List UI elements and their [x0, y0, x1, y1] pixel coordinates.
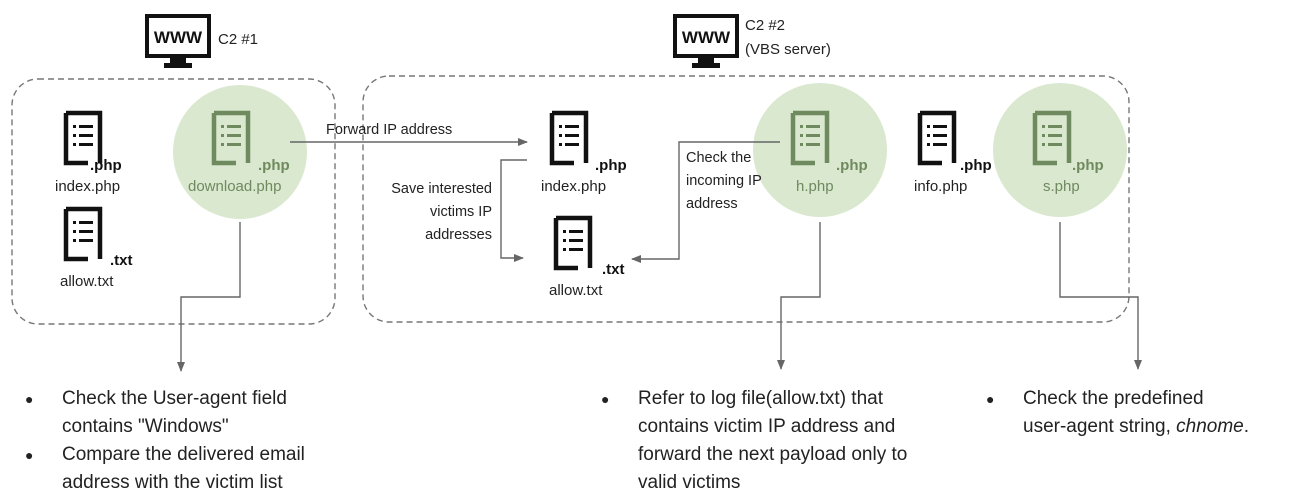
- file-allow-txt-c2-1: .txt allow.txt: [60, 209, 133, 290]
- note-text: .: [1243, 416, 1250, 437]
- check-ip-label-line-2: incoming IP: [686, 173, 762, 189]
- file-extension: .txt: [110, 252, 133, 269]
- file-s-php: .php s.php: [1035, 113, 1104, 195]
- note-item: Check the predefined user-agent string, …: [986, 385, 1249, 441]
- download-php-highlight: [173, 85, 307, 219]
- save-ip-arrow: [500, 159, 527, 262]
- file-name: index.php: [541, 178, 606, 195]
- save-ip-label-line-1: Save interested: [391, 181, 492, 197]
- www-text: WWW: [154, 28, 203, 47]
- note-item: Check the User-agent field contains "Win…: [25, 385, 305, 441]
- file-extension: .php: [258, 157, 290, 174]
- c2-1-server: WWW C2 #1: [145, 14, 258, 68]
- note-line: contains "Windows": [62, 416, 229, 437]
- note-line: Check the User-agent field: [62, 388, 287, 409]
- file-name: allow.txt: [549, 282, 603, 299]
- note-item: Refer to log file(allow.txt) that contai…: [601, 385, 907, 497]
- php-file-icon: [552, 113, 586, 163]
- note-text: user-agent string,: [1023, 416, 1177, 437]
- www-monitor-icon: WWW: [145, 14, 211, 68]
- forward-ip-label: Forward IP address: [326, 122, 452, 138]
- www-monitor-icon: WWW: [673, 14, 739, 68]
- check-ip-arrow: [631, 141, 780, 263]
- save-ip-label-line-3: addresses: [425, 227, 492, 243]
- txt-file-icon: [556, 218, 590, 268]
- note-line: Refer to log file(allow.txt) that: [638, 388, 883, 409]
- s-php-notes: Check the predefined user-agent string, …: [986, 385, 1249, 441]
- c2-2-server: WWW C2 #2 (VBS server): [673, 14, 831, 68]
- file-name: download.php: [188, 178, 281, 195]
- download-php-notes: Check the User-agent field contains "Win…: [25, 385, 305, 497]
- note-item: Compare the delivered email address with…: [25, 441, 305, 497]
- file-download-php: .php download.php: [188, 113, 290, 195]
- php-file-icon: [920, 113, 954, 163]
- download-notes-arrow: [177, 222, 241, 372]
- h-notes-arrow: [777, 222, 821, 370]
- s-php-highlight: [993, 83, 1127, 217]
- c2-1-group-border: [11, 78, 336, 325]
- file-extension: .php: [1072, 157, 1104, 174]
- note-line: valid victims: [638, 472, 741, 493]
- note-line: contains victim IP address and: [638, 416, 896, 437]
- h-php-notes: Refer to log file(allow.txt) that contai…: [601, 385, 907, 497]
- file-name: allow.txt: [60, 273, 114, 290]
- user-agent-string: chnome: [1176, 416, 1244, 437]
- note-line: Compare the delivered email: [62, 444, 305, 465]
- file-index-php-c2-1: .php index.php: [55, 113, 122, 195]
- file-index-php-c2-2: .php index.php: [541, 113, 627, 195]
- check-ip-label-line-3: address: [686, 196, 738, 212]
- file-extension: .php: [836, 157, 868, 174]
- txt-file-icon: [66, 209, 100, 259]
- file-name: h.php: [796, 178, 834, 195]
- save-ip-label-line-2: victims IP: [430, 204, 492, 220]
- file-name: info.php: [914, 178, 967, 195]
- file-name: s.php: [1043, 178, 1080, 195]
- c2-2-label: C2 #2: [745, 17, 785, 34]
- file-info-php: .php info.php: [914, 113, 992, 195]
- file-name: index.php: [55, 178, 120, 195]
- s-notes-arrow: [1059, 222, 1142, 370]
- file-extension: .php: [90, 157, 122, 174]
- file-extension: .php: [960, 157, 992, 174]
- php-file-icon: [66, 113, 100, 163]
- note-line: Check the predefined: [1023, 388, 1204, 409]
- check-ip-label-line-1: Check the: [686, 150, 751, 166]
- c2-1-label: C2 #1: [218, 31, 258, 48]
- www-text: WWW: [682, 28, 731, 47]
- file-extension: .txt: [602, 261, 625, 278]
- note-line: user-agent string, chnome.: [1023, 413, 1249, 441]
- file-h-php: .php h.php: [793, 113, 868, 195]
- c2-2-group-border: [362, 75, 1130, 323]
- file-allow-txt-c2-2: .txt allow.txt: [549, 218, 625, 299]
- c2-2-sublabel: (VBS server): [745, 41, 831, 58]
- h-php-highlight: [753, 83, 887, 217]
- note-line: forward the next payload only to: [638, 444, 908, 465]
- file-extension: .php: [595, 157, 627, 174]
- note-line: address with the victim list: [62, 472, 283, 493]
